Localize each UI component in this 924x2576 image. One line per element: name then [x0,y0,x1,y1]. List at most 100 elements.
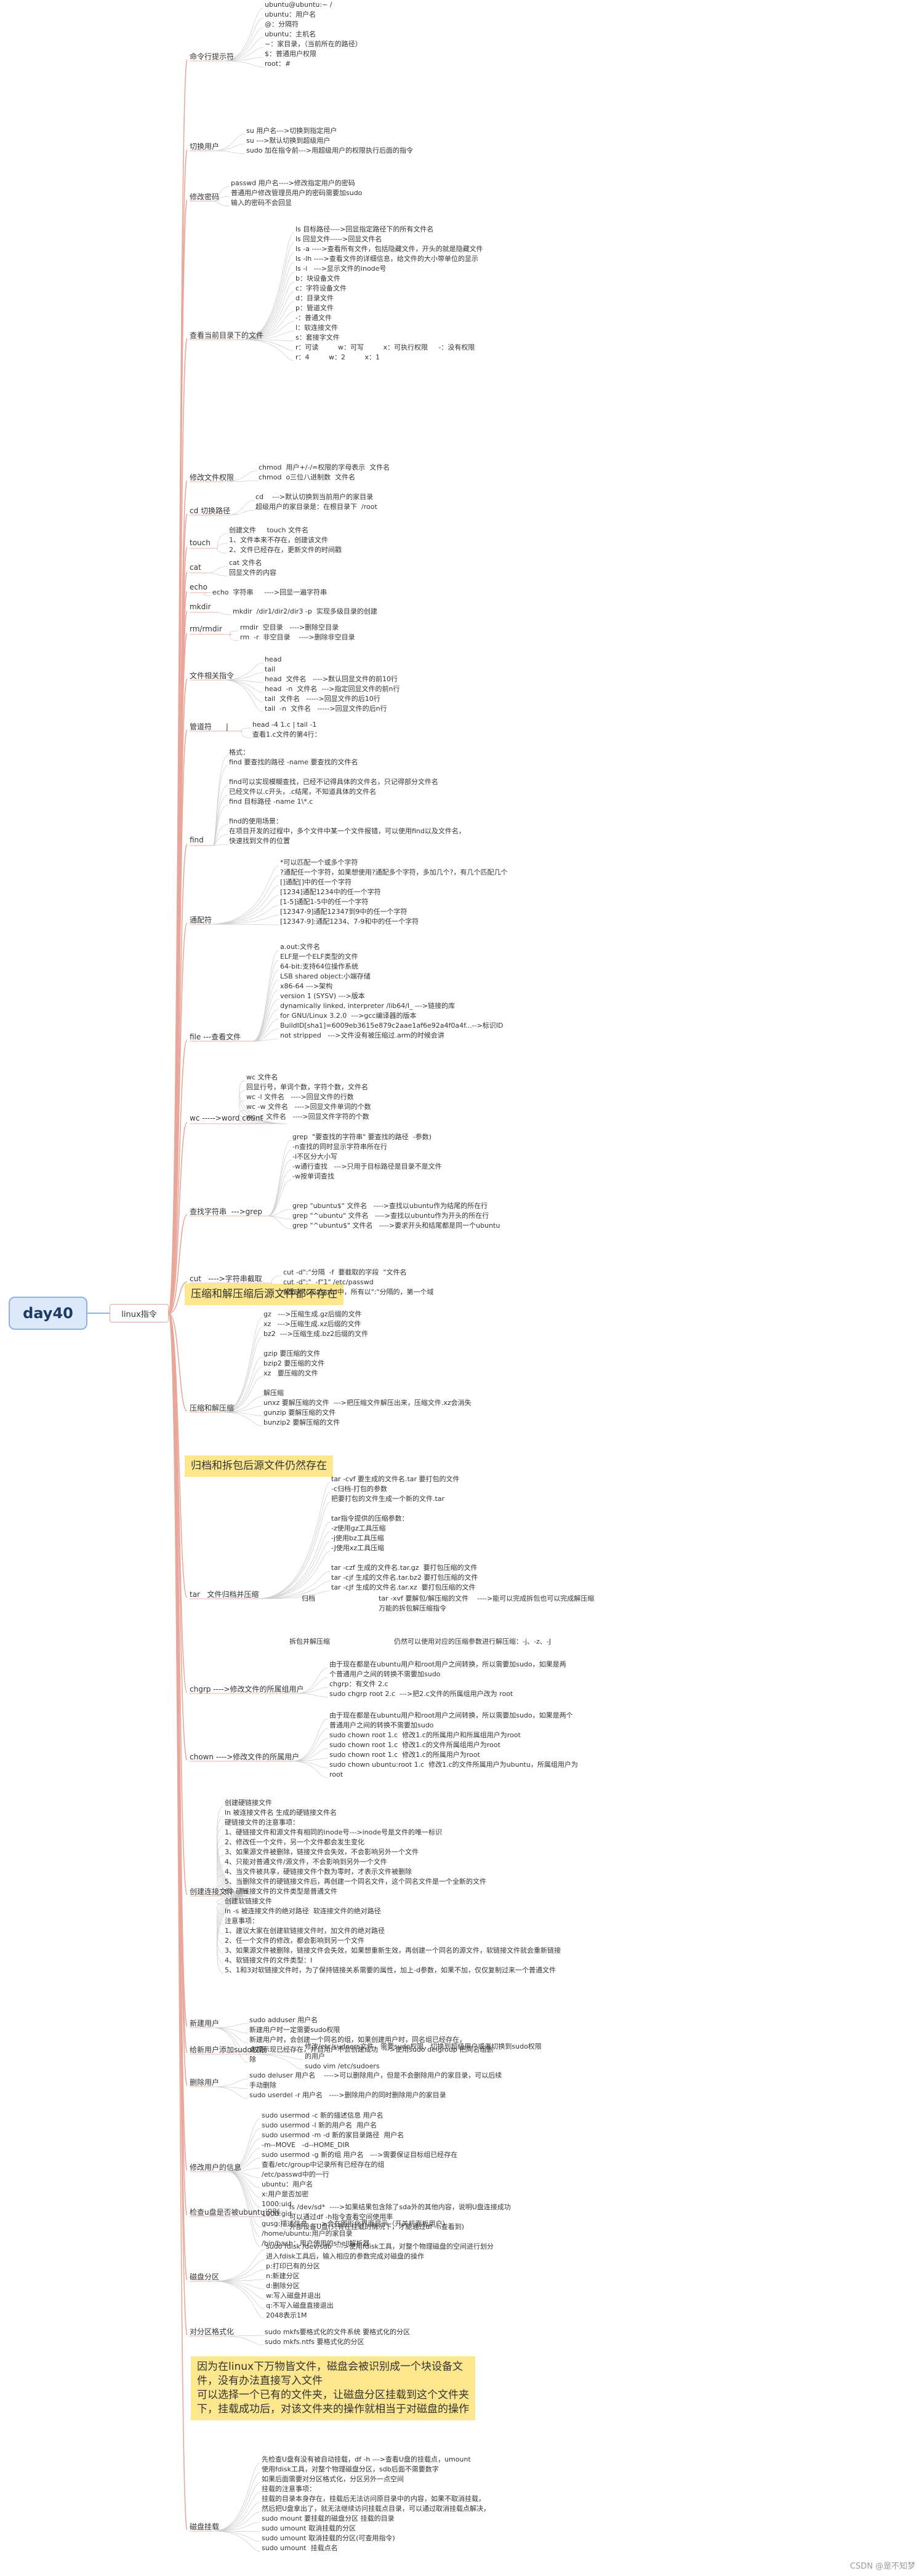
leaf-fdiskl-0: ls /dev/sd* ---->如果结果包含除了sda外的其他内容，说明U盘连… [289,2203,511,2211]
highlight-tar-note: 归档和拆包后源文件仍然存在 [185,1455,333,1477]
category-grep[interactable]: 查找字符串 --->grep [190,1207,262,1216]
leaf-link-ls-2 [242,252,295,340]
leaf-link-ls-12 [242,339,295,351]
leaf-link-compress-4 [222,1356,263,1413]
leaf-link-pipe-0 [241,727,252,732]
leaf-link-compress-0 [222,1317,263,1413]
category-userdel[interactable]: 删除用户 [190,2078,220,2087]
category-wildcard[interactable]: 通配符 [190,916,212,924]
leaf-ln-8: 5、当删除文件的硬链接文件后，再创建一个同名文件，这个同名文件是一个全新的文件 [225,1878,486,1886]
leaf-rm-0: rmdir 空目录 ---->删除空目录 [240,623,339,631]
category-mount[interactable]: 磁盘挂载 [190,2522,220,2531]
category-pipe[interactable]: 管道符 | [190,722,228,731]
category-file[interactable]: file ---查看文件 [190,1033,241,1041]
leaf-link-chown-5 [291,1761,329,1769]
leaf-chgrp-3: sudo chgrp root 2.c --->把2.c文件的所属组用户改为 r… [329,1690,513,1698]
category-find[interactable]: find [190,836,204,844]
category-chmod[interactable]: 修改文件权限 [190,473,235,482]
category-ls[interactable]: 查看当前目录下的文件 [190,331,264,340]
leaf-useradd-4: 除 [249,2055,256,2063]
category-useradd[interactable]: 新建用户 [190,2019,220,2028]
category-cat[interactable]: cat [190,563,201,572]
category-mkdir[interactable]: mkdir [190,602,211,611]
leaf-sudoer-1: 的用户 [305,2052,325,2060]
leaf-link-mount-6 [212,2521,261,2532]
root-node[interactable]: day40 [9,1297,87,1330]
category-chgrp[interactable]: chgrp ---->修改文件的所属组用户 [190,1685,304,1694]
leaf-mount-6: sudo mount 要挂载的磁盘分区 挂载的目录 [262,2514,395,2522]
leaf-tar-4: tar指令提供的压缩参数： [331,1514,409,1522]
leaf-link-chgrp-1 [296,1677,329,1694]
category-rm[interactable]: rm/rmdir [190,625,222,633]
highlight-mount-note: 因为在linux下万物皆文件，磁盘会被识别成一个块设备文 件，没有办法直接写入文… [191,2356,475,2420]
leaf-link-prompt-6 [222,60,264,68]
category-usermod[interactable]: 修改用户的信息 [190,2163,242,2172]
leaf-link-usermod-11 [227,2171,261,2228]
category-mkfs[interactable]: 对分区格式化 [190,2327,235,2336]
category-passwd[interactable]: 修改密码 [190,193,220,201]
leaf-headtail-0: head [265,655,282,663]
leaf-tar-9: tar -czf 生成的文件名.tar.gz 要打包压缩的文件 [331,1564,478,1572]
leaf-userdel-0: sudo deluser 用户名 ---->可以删除用户，但是不会删除用户的家目… [249,2071,502,2079]
category-cd[interactable]: cd 切换路径 [190,506,231,515]
category-switch[interactable]: 切换用户 [190,142,220,151]
leaf-chown-1: 普通用户之间的转换不需要加sudo [329,1721,434,1729]
category-touch[interactable]: touch [190,538,211,547]
category-headtail[interactable]: 文件相关指令 [190,671,235,680]
linux-commands-node[interactable]: linux指令 [110,1304,169,1322]
leaf-compress-5: bzip2 要压缩的文件 [263,1359,325,1367]
category-fdisk[interactable]: 磁盘分区 [190,2273,220,2281]
category-chown[interactable]: chown ---->修改文件的所属用户 [190,1753,300,1761]
leaf-link-chgrp-0 [296,1667,329,1694]
leaf-link-find-8 [212,834,228,846]
leaf-link-prompt-0 [222,7,264,62]
leaf-headtail-2: head 文件名 ---->默认回显文件的前10行 [265,675,398,683]
leaf-mkdir-0: mkdir /dir1/dir2/dir3 -p 实现多级目录的创建 [233,607,377,615]
leaf-link-mount-2 [212,2482,261,2532]
leaf-wildcard-4: [1-5]通配1-5中的任一个字符 [280,898,369,906]
leaf-link-userdel-0 [212,2078,249,2087]
leaf-link-sudoer-1 [252,2054,304,2060]
category-fdiskl[interactable]: 检查u盘是否被ubuntu识别 [190,2208,280,2217]
leaf-grep-3: -w通行查找 --->只用于目标路径是目录不是文件 [292,1162,442,1170]
leaf-grep-0: grep "要查找的字符串" 要查找的路径 -参数) [292,1133,432,1141]
leaf-link-fdisk-1 [212,2259,265,2282]
leaf-cut-2: 截取/etc/passwd中，所有以":"分隔的，第一个域 [283,1288,434,1296]
leaf-link-usermod-13 [227,2171,261,2247]
leaf-passwd-1: 普通用户修改管理员用户的密码需要加sudo [231,189,363,197]
branch-compress [168,1313,188,1412]
leaf-switch-2: sudo 加在指令前--->用超级用户的权限执行后面的指令 [246,146,414,154]
category-prompt[interactable]: 命令行提示符 [190,52,235,61]
leaf-tar-1: -c归档-打包的参数 [331,1485,387,1493]
leaf-headtail-1: tail [265,665,276,673]
category-compress[interactable]: 压缩和解压缩 [190,1404,235,1412]
leaf-link-wildcard-5 [207,914,279,925]
leaf-link-fdisk-5 [212,2281,265,2300]
leaf-ls-4: ls -i --->显示文件的inode号 [295,265,387,273]
leaf-ln-16: 4、软链接文件的文件类型：l [225,1956,313,1964]
leaf-find-8: 在项目开发的过程中，多个文件中某一个文件报错，可以使用find以及文件名， [229,827,465,835]
category-tar[interactable]: tar 文件归档并压缩 [190,1590,259,1599]
category-cut[interactable]: cut ---->字符串截取 [190,1274,262,1283]
leaf-link-passwd-1 [212,196,230,202]
leaf-link-ls-8 [242,311,295,340]
leaf-link-tar-6 [257,1541,331,1599]
leaf-ls-1: ls 回显文件----->回显文件名 [295,235,382,243]
category-wc[interactable]: wc ----->word count [190,1114,263,1122]
category-sudoer[interactable]: 给新用户添加sudo权限 [190,2046,267,2054]
leaf-usermod-5: 查看/etc/group中记录所有已经存在的组 [262,2161,385,2169]
leaf-link-passwd-2 [212,201,230,207]
leaf-useradd-3: 会提示现已经存在，并且用户不会创建成功 --->使用sudo delgroup … [249,2046,494,2054]
leaf-mount-2: 如果后面需要对分区格式化，分区另外一点空间 [262,2475,404,2483]
leaf-link-wildcard-2 [207,885,279,925]
branch-chown [168,1313,188,1761]
leaf-link-ln-6 [217,1865,248,1897]
leaf-ls-8: p：管道文件 [295,304,334,312]
leaf-link-wildcard-0 [207,865,279,925]
leaf-chmod-0: chmod 用户+/-/=权限的字母表示 文件名 [259,463,390,471]
leaf-link-sudoer-2 [252,2054,304,2070]
category-echo[interactable]: echo [190,583,207,591]
leaf-find-0: 格式： [229,748,249,756]
category-ln[interactable]: 创建连接文件 ln [190,1887,248,1896]
